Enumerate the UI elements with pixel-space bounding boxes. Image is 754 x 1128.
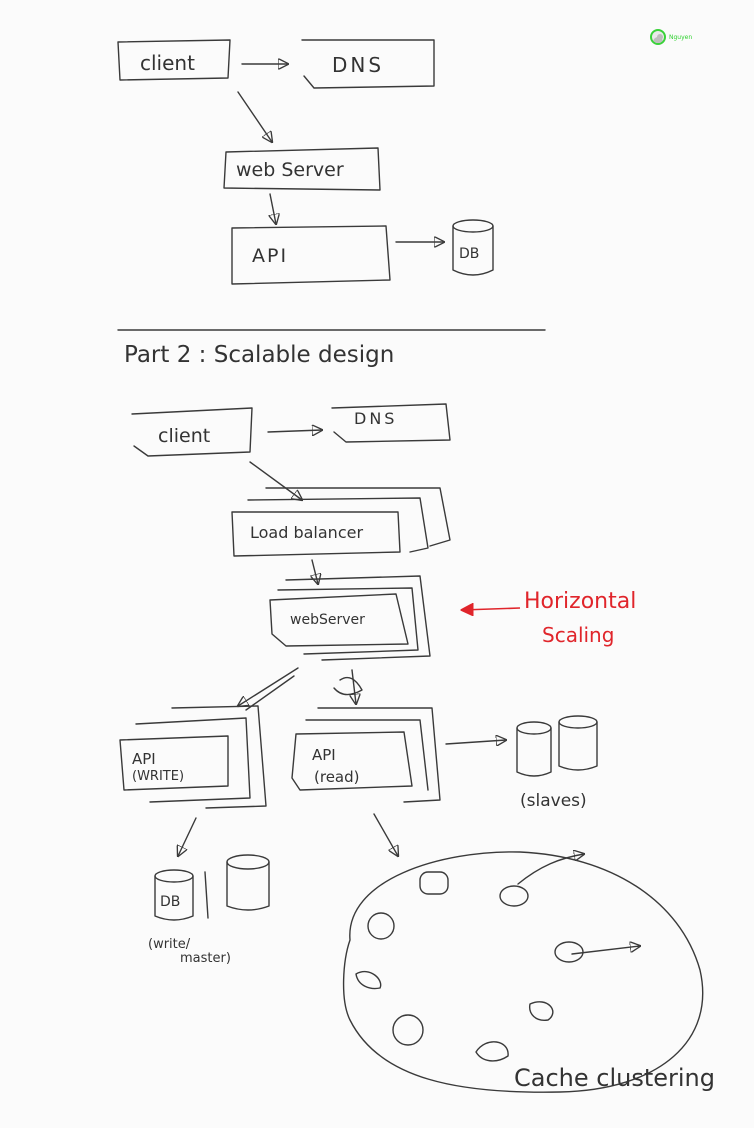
dns2-box [331, 403, 451, 443]
part2-web-server-label: webServer [290, 612, 365, 628]
api-read-stack [291, 707, 441, 803]
web-server-box [223, 147, 381, 191]
webserver-to-api-arrow [270, 193, 276, 224]
api-read-label-2: (read) [314, 768, 359, 786]
cache-cluster [342, 851, 704, 1093]
api-write-label-2: (WRITE) [132, 769, 184, 784]
lb-to-webserver-arrow [312, 559, 318, 584]
client-box [117, 39, 231, 81]
load-balancer-label: Load balancer [250, 523, 363, 542]
client2-box [131, 407, 253, 457]
api-write-label-1: API [132, 750, 156, 768]
slave-db-cylinders [516, 715, 598, 777]
cache-node-outbound-arrow-2 [571, 946, 640, 955]
part1-web-server-label: web Server [236, 159, 344, 181]
slaves-label: (slaves) [520, 791, 587, 811]
master-db-cylinders [154, 854, 270, 921]
client2-to-dns-arrow [267, 430, 322, 432]
dns-box [301, 39, 435, 89]
api-box [231, 225, 391, 285]
part1-api-label: API [252, 245, 288, 267]
webserver-to-apiread-arrow [333, 669, 363, 704]
client2-to-lb-arrow [249, 461, 302, 500]
part2-dns-label: DNS [354, 409, 397, 428]
api-read-label-1: API [312, 746, 336, 764]
collaborator-avatar-icon [650, 29, 666, 45]
part1-db-label: DB [459, 246, 479, 262]
apiread-to-cache-arrow [373, 813, 398, 856]
section-title: Part 2 : Scalable design [124, 342, 394, 368]
apiread-to-slaves-arrow [445, 740, 506, 744]
api-write-stack [119, 705, 267, 809]
master-label-1: (write/ [148, 937, 191, 952]
webserver-to-apiwrite-arrow [238, 667, 299, 711]
horizontal-scaling-label-2: Scaling [542, 623, 614, 647]
master-db-label: DB [160, 894, 180, 910]
part1-client-label: client [140, 51, 195, 75]
collaborator-name: Nguyen [669, 33, 693, 41]
horizontal-scaling-label-1: Horizontal [524, 589, 636, 614]
load-balancer-stack [231, 487, 451, 557]
part2-client-label: client [158, 425, 210, 447]
master-label-2: master) [180, 951, 231, 966]
part1-dns-label: DNS [332, 53, 384, 77]
client-to-webserver-arrow [237, 91, 272, 142]
db-cylinder [452, 219, 494, 276]
web-server-stack [269, 575, 431, 661]
cache-clustering-label: Cache clustering [514, 1064, 715, 1092]
horizontal-scaling-arrow [462, 608, 521, 610]
collaborator-indicator[interactable]: Nguyen [650, 29, 692, 45]
cache-node-outbound-arrow-1 [517, 854, 584, 885]
apiwrite-to-master-arrow [178, 817, 197, 856]
